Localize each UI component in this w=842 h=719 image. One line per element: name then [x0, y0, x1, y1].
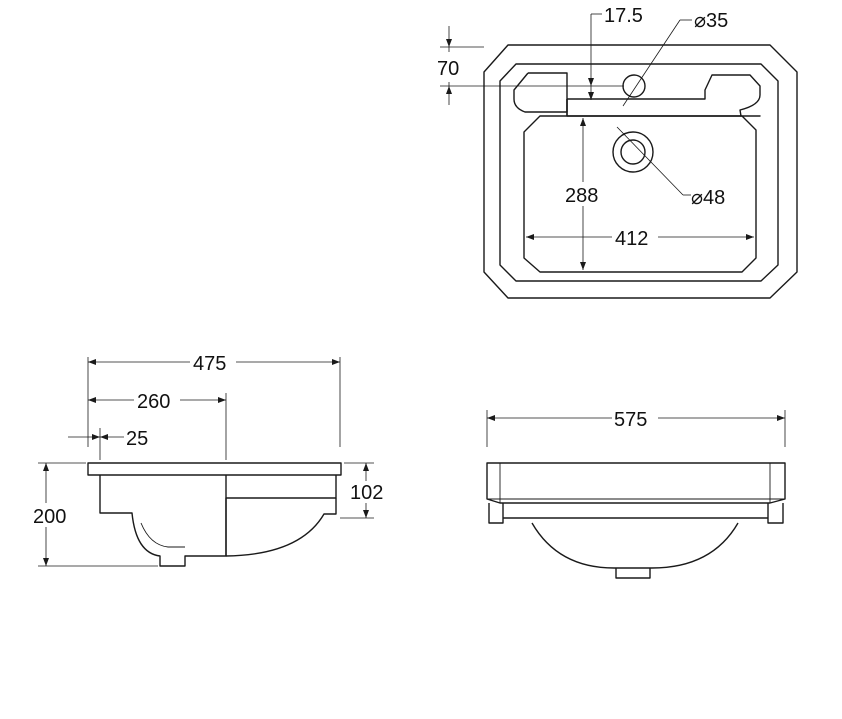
bowl-width-label: 412 — [615, 228, 648, 250]
basin-rim-inner-outline — [499, 63, 779, 282]
tap-hole-leader — [622, 19, 681, 107]
front-waste — [615, 568, 651, 579]
tap-ledge-outline — [528, 72, 761, 117]
dim-412-gap — [612, 226, 658, 250]
side-body-outline — [99, 475, 337, 567]
edge-to-bowl-label: 70 — [437, 58, 459, 80]
tap-hole-label: ⌀35 — [694, 10, 728, 32]
waste-outer — [612, 131, 654, 173]
front-bowl-curve — [531, 522, 739, 569]
front-top-slab — [486, 462, 786, 504]
front-view: 575 — [486, 406, 786, 579]
overall-height-label: 200 — [33, 506, 66, 528]
dim-200-gap — [32, 503, 72, 527]
overall-depth-label: 475 — [193, 353, 226, 375]
dim-475-gap — [190, 350, 236, 374]
waste-hole-label: ⌀48 — [691, 187, 725, 209]
side-view: 475 260 25 200 102 — [32, 350, 388, 567]
dim-575-gap — [612, 406, 658, 430]
arrowheads — [43, 39, 785, 566]
bowl-outline — [523, 115, 757, 273]
waste-inner — [620, 139, 646, 165]
side-top-slab — [87, 462, 342, 476]
basin-outer-outline — [483, 44, 798, 299]
dim-260-gap — [134, 388, 180, 412]
side-bowl-curve — [225, 498, 337, 557]
side-waste — [140, 522, 185, 548]
lip-label: 25 — [126, 428, 148, 450]
left-ledge-outline — [513, 72, 568, 113]
front-skirt — [488, 503, 784, 524]
tap-offset-label: 17.5 — [604, 5, 643, 27]
overall-width-label: 575 — [614, 409, 647, 431]
dim-102-gap — [350, 481, 388, 503]
dim-288-gap — [563, 182, 607, 206]
bowl-depth-label: 288 — [565, 185, 598, 207]
rim-height-label: 102 — [350, 482, 383, 504]
dim-70-gap — [440, 52, 458, 82]
waste-hole-leader — [616, 126, 684, 196]
top-view: 17.5 ⌀35 70 288 412 ⌀48 — [437, 5, 798, 299]
bowl-section-label: 260 — [137, 391, 170, 413]
